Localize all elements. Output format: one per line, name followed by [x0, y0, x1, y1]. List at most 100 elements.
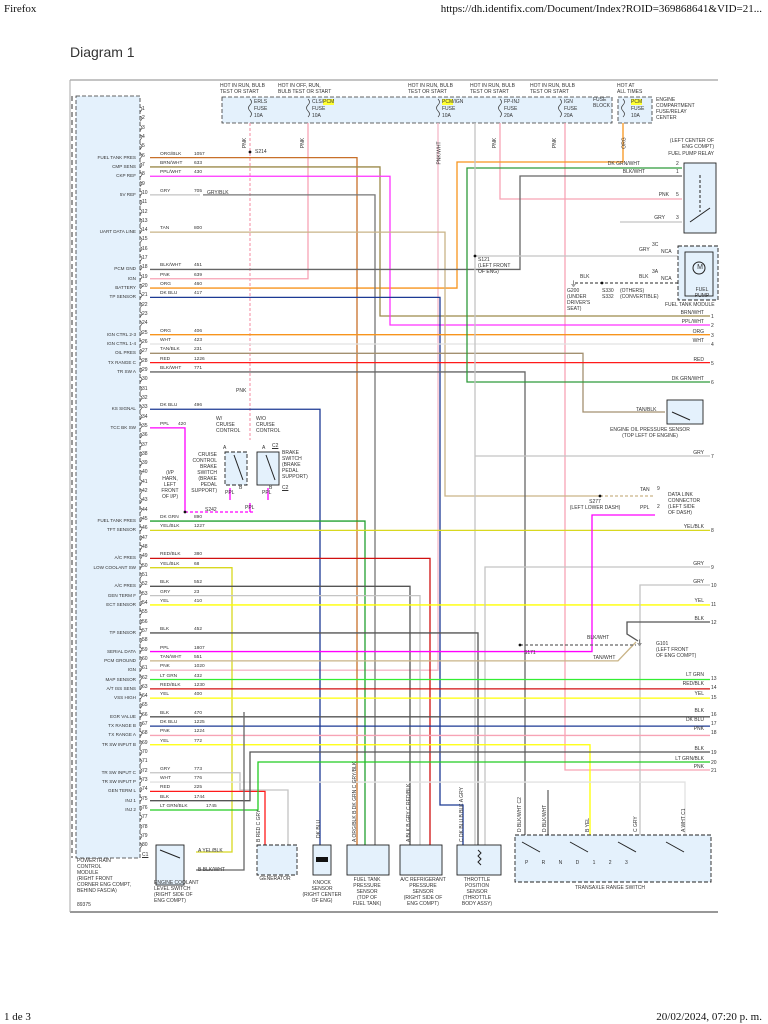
pcm-pin-number: 13 — [142, 217, 148, 224]
pcm-pin-number: 80 — [142, 842, 148, 849]
pcm-pin-number: 2 — [142, 115, 145, 122]
pcm-connector-c1: C1 — [142, 852, 149, 858]
brake-switch-box — [256, 451, 280, 486]
wire-wht — [150, 781, 686, 835]
pcm-pin-number: 36 — [142, 432, 148, 439]
pcm-pin-function: INJ 1 — [125, 797, 136, 803]
splice-s242: S242 — [205, 507, 217, 513]
ground-g200: G200 (UNDER DRIVER'S SEAT) — [567, 288, 591, 312]
pin-terminal-icon — [139, 684, 143, 691]
pin-terminal-icon — [139, 712, 143, 719]
splice-dot — [598, 494, 602, 498]
pcm-pin-number: 27 — [142, 348, 148, 355]
terminal-number: 2 — [711, 323, 714, 329]
pcm-pin-number: 43 — [142, 497, 148, 504]
pcm-pin-number: 34 — [142, 413, 148, 420]
motor-symbol: M — [697, 264, 703, 271]
circuit-number: 1226 — [194, 356, 205, 362]
wire-blk — [150, 632, 479, 845]
pcm-pin-number: 38 — [142, 450, 148, 457]
pcm-pin-function: TCC BK SW — [110, 424, 136, 430]
pcm-pin-number: 70 — [142, 749, 148, 756]
wire-blk — [150, 751, 710, 802]
pcm-pin-number: 71 — [142, 758, 148, 765]
pcm-pin-number: 56 — [142, 618, 148, 625]
fuse-rating: 20A — [564, 113, 573, 119]
pin-terminal-icon — [139, 488, 143, 495]
pin-terminal-icon — [139, 237, 143, 243]
wire-color-label: PPL — [160, 421, 170, 427]
circuit-number: 406 — [194, 328, 203, 334]
pcm-pin-number: 72 — [142, 767, 148, 774]
fuse-word: FUSE — [504, 106, 518, 112]
wire-org — [150, 123, 624, 289]
pcm-pin-number: 19 — [142, 273, 148, 280]
pcm-pin-number: 1 — [142, 106, 145, 112]
fuel-tank-module-label: FUEL TANK MODULE — [665, 302, 715, 308]
wire-blk — [626, 621, 710, 642]
wire-label-tan-wht: TAN/WHT — [593, 655, 616, 661]
pcm-pin-number: 61 — [142, 665, 148, 672]
pcm-pin-number: 75 — [142, 795, 148, 802]
pcm-pin-number: 17 — [142, 255, 148, 262]
browser-app-name: Firefox — [4, 3, 37, 15]
circuit-number: 68 — [194, 561, 200, 567]
circuit-number: 1744 — [194, 794, 205, 800]
fuse-icon — [248, 98, 252, 118]
wire-color-label: RED/BLK — [160, 682, 181, 688]
cruise-without-label: W/O CRUISE CONTROL — [256, 416, 281, 434]
wire-color-label: GRY — [160, 589, 171, 595]
browser-url[interactable]: https://dh.identifix.com/Document/Index?… — [440, 3, 762, 15]
wire-color-label: YEL — [160, 738, 170, 744]
pcm-pin-function: PCM GND — [114, 266, 136, 272]
pcm-pin-function: TP SENSOR — [109, 294, 136, 300]
fuel-pump-relay-location: (LEFT CENTER OF ENG COMPT) — [669, 138, 714, 150]
wire-label-tan: TAN — [640, 487, 650, 493]
circuit-number: 1057 — [194, 151, 205, 157]
dlc-pin-2: 2 — [657, 504, 660, 510]
wire-color-label: RED/BLK — [160, 552, 181, 558]
ac-sensor-pins: A BLK B GRY C RED/BLK — [406, 783, 412, 842]
fuse-wire-label: PNK/WHT — [436, 141, 443, 165]
pin-terminal-icon — [139, 386, 143, 392]
terminal-wire-label: BRN/WHT — [680, 310, 704, 316]
pcm-pin-function: EGR VALUE — [110, 713, 136, 719]
cruise-brake-switch-box — [224, 451, 248, 486]
terminal-number: 4 — [711, 342, 714, 348]
splice-dot — [518, 643, 522, 647]
pcm-pin-function: GEN TERM L — [108, 788, 136, 794]
pin-terminal-icon — [139, 460, 143, 467]
pin-terminal-icon — [139, 116, 143, 122]
wire-color-label: PNK — [160, 729, 170, 735]
circuit-number: 417 — [194, 291, 203, 297]
pcm-pin-number: 22 — [142, 301, 148, 308]
wire-blk-wht — [196, 712, 245, 871]
potentiometer-icon — [477, 849, 482, 866]
fuse-rating: 10A — [254, 113, 263, 119]
terminal-number: 14 — [711, 685, 717, 691]
pin-a: A — [198, 848, 202, 854]
wire-dk-grn — [150, 520, 366, 845]
ecfc-wire-label: ORG — [621, 137, 628, 149]
pcm-pin-number: 52 — [142, 581, 148, 588]
knock-element-icon — [316, 857, 328, 862]
wire-label-blk: BLK — [580, 274, 590, 280]
pcm-pin-number: 33 — [142, 404, 148, 411]
pcm-pin-function: A/T ISS SENS — [106, 685, 136, 691]
pcm-pin-number: 48 — [142, 544, 148, 551]
terminal-wire-label: YEL — [694, 691, 704, 697]
wire-color-label: BLK — [160, 794, 170, 800]
wire-label-blk-wht: BLK/WHT — [587, 635, 610, 641]
wire-label-blk: BLK — [639, 274, 649, 280]
relay-terminal-number: 2 — [676, 161, 679, 167]
knock-sensor-label: KNOCK SENSOR (RIGHT CENTER OF ENG) — [302, 880, 342, 904]
pin-terminal-icon — [139, 358, 143, 364]
pin-b: B — [269, 485, 273, 491]
terminal-wire-label: PNK — [693, 726, 704, 732]
terminal-number: 9 — [711, 565, 714, 571]
fuse-word: FUSE — [564, 106, 578, 112]
transaxle-pin-label: B YEL — [585, 817, 591, 832]
pin-terminal-icon — [139, 423, 143, 430]
ecfc-hot-label: HOT AT ALL TIMES — [617, 83, 643, 95]
